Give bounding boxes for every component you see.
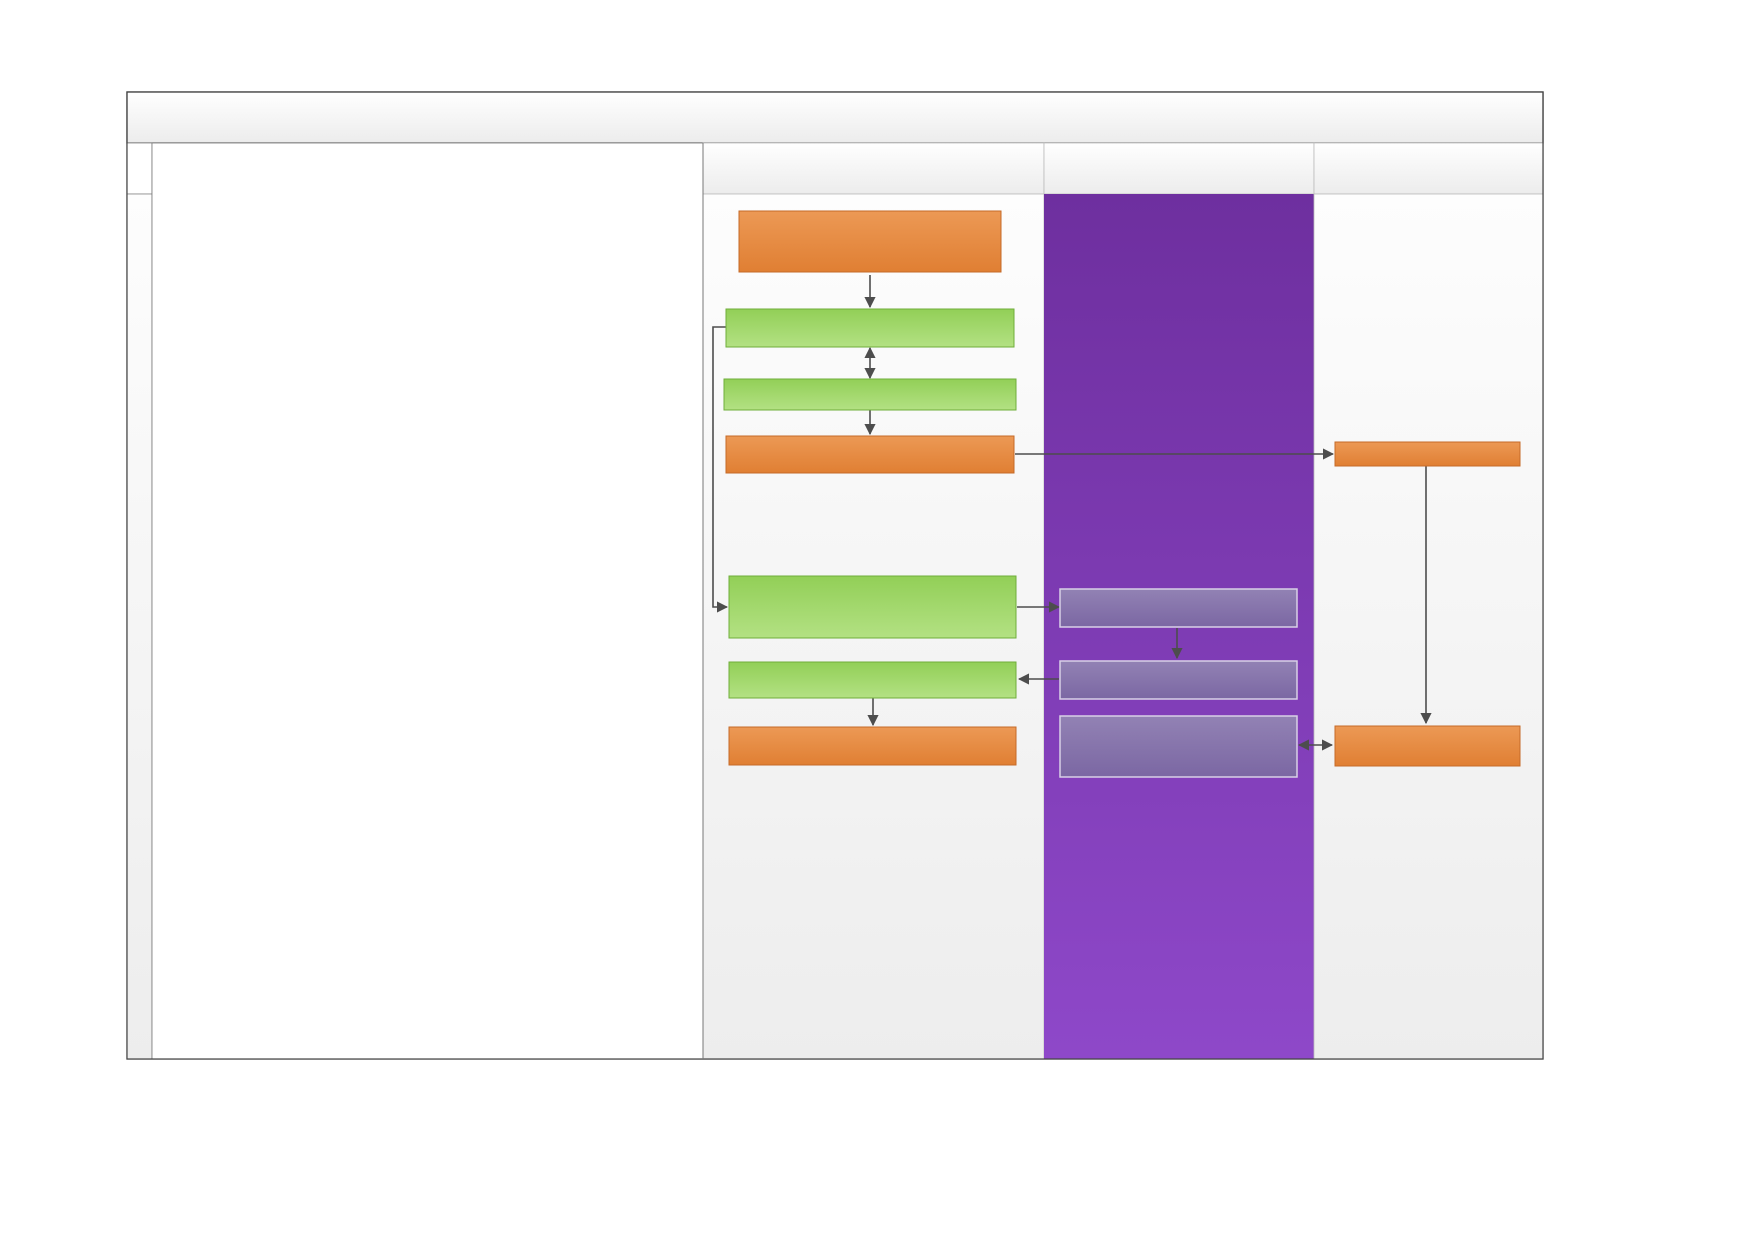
diagram-frame-border — [126, 91, 1544, 1060]
node-p2[interactable] — [1059, 660, 1298, 700]
node-n5[interactable] — [728, 575, 1017, 639]
node-p3[interactable] — [1059, 715, 1298, 778]
lane-2-header — [1043, 142, 1315, 195]
title-bar — [126, 91, 1544, 144]
node-r1[interactable] — [1334, 441, 1521, 467]
node-n1[interactable] — [738, 210, 1002, 273]
node-p1[interactable] — [1059, 588, 1298, 628]
node-n7[interactable] — [728, 726, 1017, 766]
row-header-strip — [126, 193, 153, 1060]
lane-1-header — [702, 142, 1045, 195]
lane-3-body — [1313, 193, 1544, 1060]
connectors — [712, 275, 1432, 751]
node-n4[interactable] — [725, 435, 1015, 474]
left-panel — [151, 142, 704, 1060]
node-n2[interactable] — [725, 308, 1015, 348]
node-r2[interactable] — [1334, 725, 1521, 767]
edge-n2-n5 — [712, 326, 729, 613]
lane-3-header — [1313, 142, 1544, 195]
node-n6[interactable] — [728, 661, 1017, 699]
row-header-top — [126, 142, 153, 195]
node-n3[interactable] — [723, 378, 1017, 411]
